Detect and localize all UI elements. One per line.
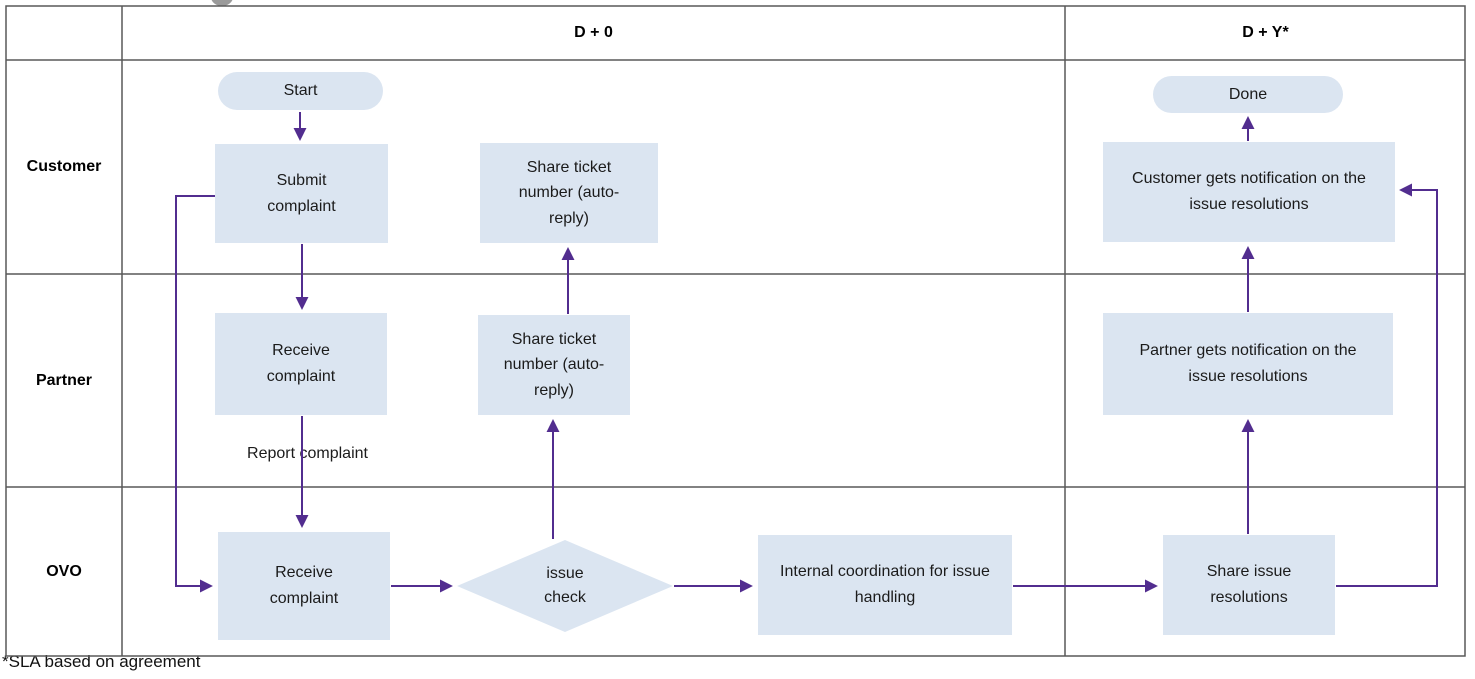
flow-node-share-ticket-partner: Share ticket number (auto-reply) bbox=[478, 315, 630, 415]
lane-label-ovo: OVO bbox=[46, 562, 82, 580]
flow-node-share-ticket-customer: Share ticket number (auto-reply) bbox=[480, 143, 658, 243]
flow-node-start: Start bbox=[218, 72, 383, 110]
flow-node-receive-complaint-ovo: Receive complaint bbox=[218, 532, 390, 640]
flow-node-submit-complaint: Submit complaint bbox=[215, 144, 388, 243]
flow-node-issue-check-decision: issue check bbox=[457, 540, 673, 632]
flow-node-done: Done bbox=[1153, 76, 1343, 113]
flow-node-share-issue-resolutions: Share issue resolutions bbox=[1163, 535, 1335, 635]
column-header-d0: D + 0 bbox=[574, 24, 613, 41]
flow-node-partner-notification: Partner gets notification on the issue r… bbox=[1103, 313, 1393, 415]
sla-footnote: *SLA based on agreement bbox=[2, 652, 201, 671]
flow-node-receive-complaint-partner: Receive complaint bbox=[215, 313, 387, 415]
flow-node-customer-notification: Customer gets notification on the issue … bbox=[1103, 142, 1395, 242]
report-complaint-label: Report complaint bbox=[247, 445, 368, 462]
flow-node-internal-coordination: Internal coordination for issue handling bbox=[758, 535, 1012, 635]
arrow-submit-loop-to-ovo-receive bbox=[175, 195, 215, 593]
lane-label-partner: Partner bbox=[35, 371, 93, 389]
column-header-dy: D + Y* bbox=[1242, 24, 1289, 41]
lane-label-customer: Customer bbox=[26, 158, 102, 175]
